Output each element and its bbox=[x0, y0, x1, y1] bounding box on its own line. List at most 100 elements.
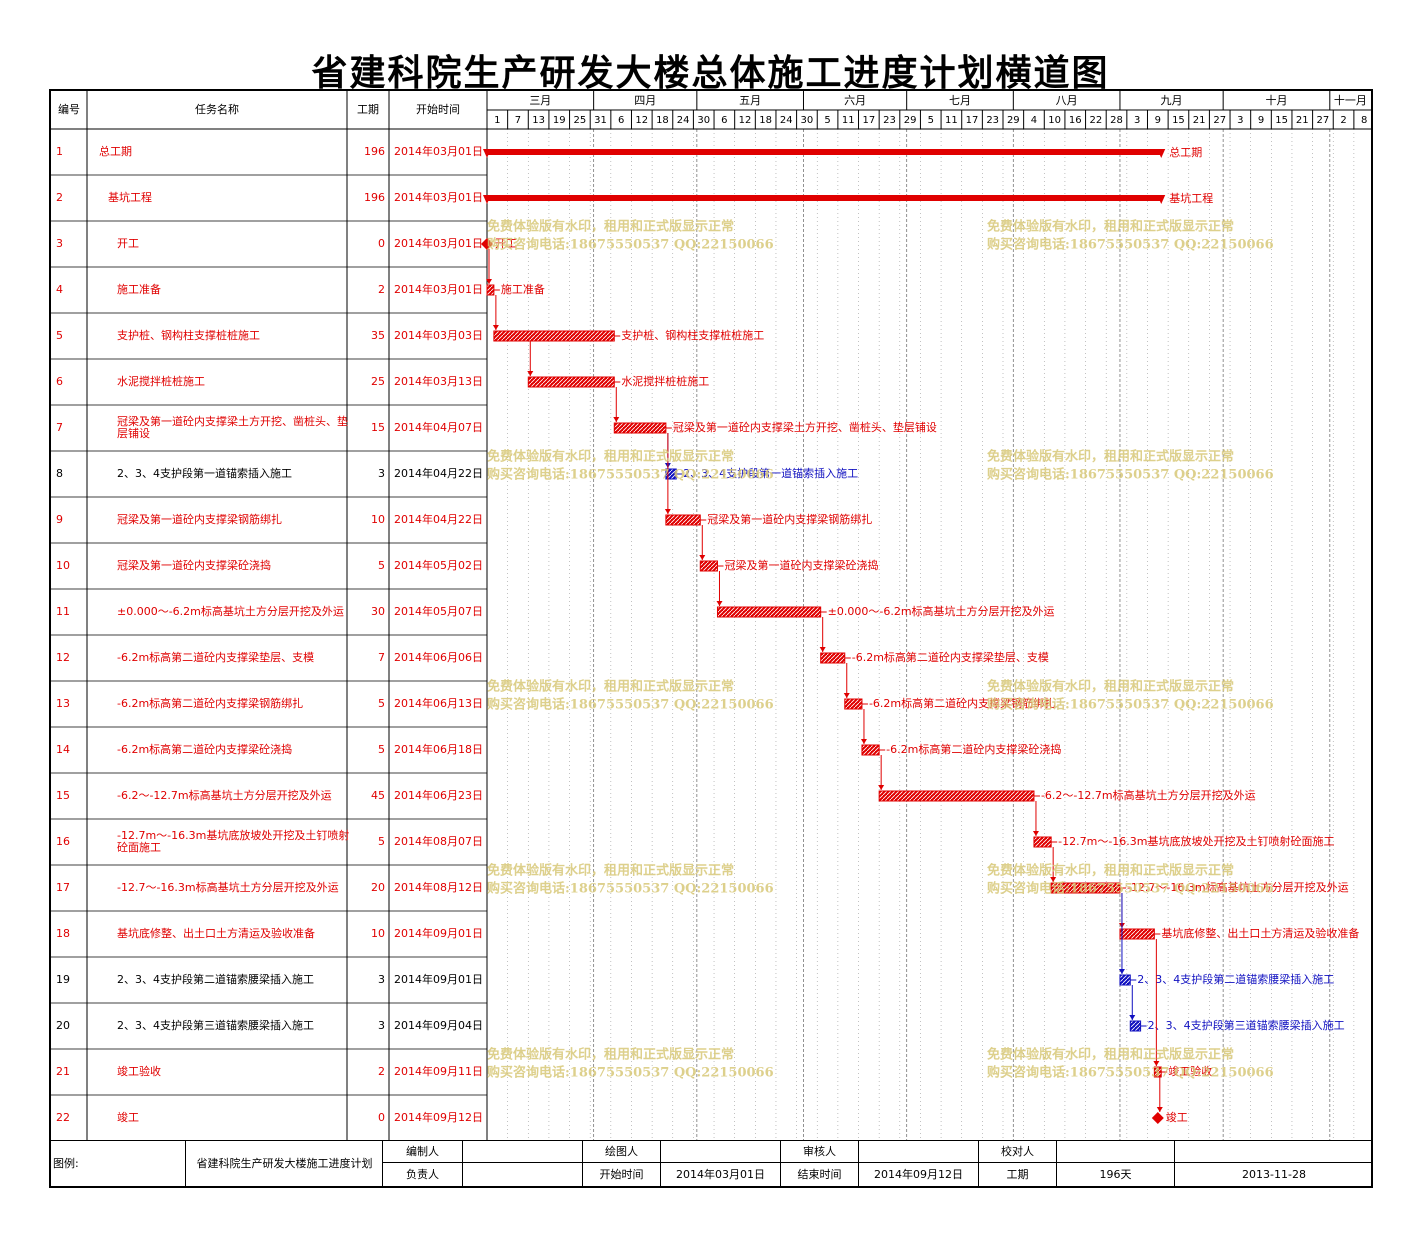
task-name: 总工期 bbox=[99, 144, 132, 158]
bar-label: 基坑工程 bbox=[1169, 191, 1213, 205]
task-duration: 5 bbox=[378, 559, 385, 572]
column-header: 开始时间 bbox=[416, 102, 460, 116]
task-duration: 5 bbox=[378, 743, 385, 756]
month-label: 十月 bbox=[1265, 93, 1287, 107]
task-bar-critical bbox=[486, 284, 495, 296]
bar-label: 冠梁及第一道砼内支撑梁土方开挖、凿桩头、垫层铺设 bbox=[673, 420, 937, 434]
task-duration: 10 bbox=[371, 513, 385, 526]
task-id: 10 bbox=[56, 559, 70, 572]
dependency-arrowhead bbox=[527, 371, 534, 376]
task-name: 竣工验收 bbox=[117, 1064, 161, 1078]
bar-label: 竣工 bbox=[1166, 1110, 1188, 1124]
task-name: 施工准备 bbox=[117, 282, 161, 296]
column-header: 工期 bbox=[357, 103, 379, 116]
start-label: 开始时间 bbox=[582, 1162, 660, 1186]
bar-label: 2、3、4支护段第一道锚索插入施工 bbox=[683, 466, 858, 480]
task-duration: 196 bbox=[364, 191, 385, 204]
chart-title: 省建科院生产研发大楼总体施工进度计划横道图 bbox=[311, 52, 1110, 94]
task-name: 开工 bbox=[117, 237, 139, 250]
task-name: 冠梁及第一道砼内支撑梁土方开挖、凿桩头、垫 bbox=[117, 414, 348, 428]
month-label: 九月 bbox=[1161, 94, 1183, 107]
dependency-arrowhead bbox=[492, 325, 499, 330]
day-tick-label: 21 bbox=[1296, 115, 1309, 126]
task-name: 基坑工程 bbox=[108, 190, 152, 204]
task-duration: 25 bbox=[371, 375, 385, 388]
dependency-arrowhead bbox=[1153, 1061, 1160, 1066]
task-id: 9 bbox=[56, 513, 63, 526]
task-name: 冠梁及第一道砼内支撑梁钢筋绑扎 bbox=[117, 512, 282, 526]
task-start: 2014年04月22日 bbox=[394, 512, 483, 526]
watermark-line2: 购买咨询电话:18675550537 QQ:22150066 bbox=[487, 697, 774, 713]
task-name: -6.2m标高第二道砼内支撑梁垫层、支模 bbox=[117, 650, 314, 664]
day-tick-label: 8 bbox=[1361, 115, 1367, 126]
watermark-line1: 免费体验版有水印，租用和正式版显示正常 bbox=[487, 679, 734, 695]
task-start: 2014年09月04日 bbox=[394, 1018, 483, 1032]
task-id: 12 bbox=[56, 651, 70, 664]
milestone-diamond bbox=[481, 238, 493, 250]
watermark-line2: 购买咨询电话:18675550537 QQ:22150066 bbox=[987, 881, 1274, 897]
month-label: 四月 bbox=[634, 94, 656, 107]
bar-label: 竣工验收 bbox=[1168, 1064, 1212, 1078]
reviewer-value bbox=[858, 1140, 978, 1162]
task-name: 砼面施工 bbox=[117, 841, 161, 854]
plan-name: 省建科院生产研发大楼施工进度计划 bbox=[185, 1140, 383, 1186]
watermark-line2: 购买咨询电话:18675550537 QQ:22150066 bbox=[987, 1065, 1274, 1081]
day-tick-label: 12 bbox=[739, 115, 752, 126]
task-bar-noncritical bbox=[1119, 974, 1131, 986]
task-id: 11 bbox=[56, 605, 70, 618]
date-value: 2013-11-28 bbox=[1174, 1162, 1373, 1186]
bar-label: ±0.000～-6.2m标高基坑土方分层开挖及外运 bbox=[828, 604, 1055, 618]
task-duration: 7 bbox=[378, 651, 385, 664]
end-label: 结束时间 bbox=[780, 1162, 858, 1186]
task-name: 支护桩、钢构柱支撑桩桩施工 bbox=[117, 328, 260, 342]
task-duration: 35 bbox=[371, 329, 385, 342]
blank-cell bbox=[1174, 1140, 1373, 1162]
task-bar-critical bbox=[878, 790, 1035, 802]
task-duration: 196 bbox=[364, 145, 385, 158]
duration-value: 196天 bbox=[1056, 1162, 1174, 1186]
task-duration: 10 bbox=[371, 927, 385, 940]
day-tick-label: 17 bbox=[862, 115, 875, 126]
legend-label: 图例: bbox=[53, 1157, 79, 1170]
dependency-arrowhead bbox=[843, 693, 850, 698]
watermark-line2: 购买咨询电话:18675550537 QQ:22150066 bbox=[487, 467, 774, 483]
day-tick-label: 24 bbox=[780, 115, 793, 126]
checker-value bbox=[1056, 1140, 1174, 1162]
dependency-arrowhead bbox=[613, 417, 620, 422]
task-duration: 2 bbox=[378, 1065, 385, 1078]
reviewer-label: 审核人 bbox=[780, 1140, 858, 1162]
footer-top-border bbox=[49, 1140, 1373, 1141]
month-label: 六月 bbox=[844, 94, 866, 107]
task-name: 层铺设 bbox=[117, 427, 150, 440]
footer-mid-border bbox=[382, 1162, 1373, 1163]
task-id: 20 bbox=[56, 1019, 70, 1032]
day-tick-label: 10 bbox=[1048, 115, 1061, 126]
summary-bar bbox=[487, 149, 1162, 155]
task-duration: 5 bbox=[378, 697, 385, 710]
watermark-line2: 购买咨询电话:18675550537 QQ:22150066 bbox=[487, 237, 774, 253]
day-tick-label: 27 bbox=[1317, 115, 1330, 126]
task-name: 基坑底修整、出土口土方清运及验收准备 bbox=[117, 926, 315, 940]
editor-value bbox=[462, 1140, 582, 1162]
day-tick-label: 12 bbox=[635, 115, 648, 126]
dependency-arrowhead bbox=[486, 279, 492, 284]
task-id: 7 bbox=[56, 421, 63, 434]
day-tick-label: 1 bbox=[494, 115, 500, 126]
bar-label: -6.2m标高第二道砼内支撑梁垫层、支模 bbox=[852, 650, 1049, 664]
bar-label: 基坑底修整、出土口土方清运及验收准备 bbox=[1161, 926, 1359, 940]
bar-label: 2、3、4支护段第三道锚索腰梁插入施工 bbox=[1148, 1018, 1345, 1032]
task-id: 16 bbox=[56, 835, 70, 848]
task-start: 2014年06月06日 bbox=[394, 650, 483, 664]
day-tick-label: 23 bbox=[883, 115, 896, 126]
day-tick-label: 9 bbox=[1258, 115, 1264, 126]
task-start: 2014年06月13日 bbox=[394, 696, 483, 710]
task-start: 2014年05月02日 bbox=[394, 558, 483, 572]
task-bar-critical bbox=[699, 560, 718, 572]
duration-label: 工期 bbox=[978, 1162, 1056, 1186]
task-name: 2、3、4支护段第二道锚索腰梁插入施工 bbox=[117, 972, 314, 986]
dependency-arrowhead bbox=[878, 785, 885, 790]
